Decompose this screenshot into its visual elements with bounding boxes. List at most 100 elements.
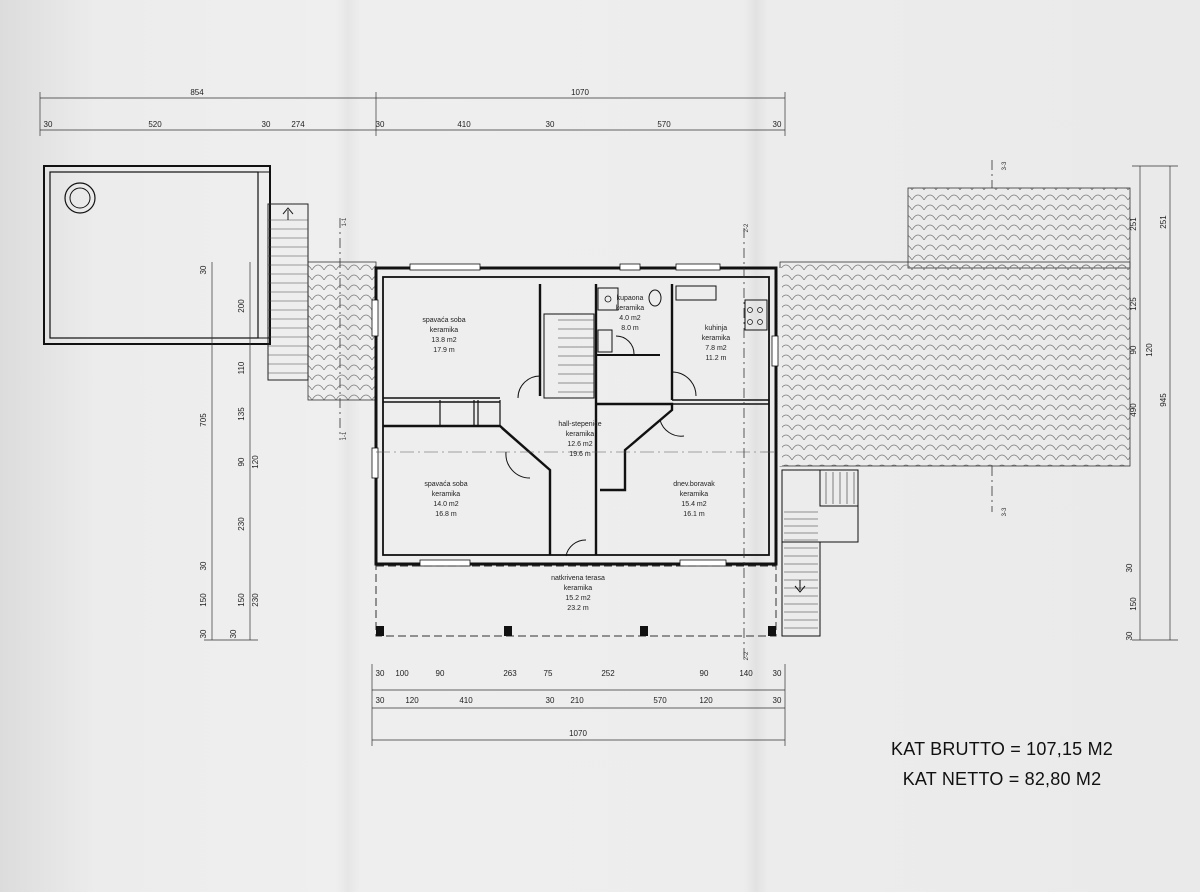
outdoor-staircase-left bbox=[267, 203, 309, 381]
section-mark: 3-3 bbox=[1002, 161, 1008, 170]
room-label: 13.8 m2 bbox=[431, 337, 456, 344]
room-label: 7.8 m2 bbox=[705, 345, 727, 352]
room-label: 16.1 m bbox=[683, 511, 705, 518]
windows bbox=[371, 263, 779, 567]
room-label: 19.6 m bbox=[569, 451, 591, 458]
dimension-label: 30 bbox=[199, 629, 208, 638]
dimension-label: 251 bbox=[1159, 215, 1168, 229]
section-mark: 2-2 bbox=[744, 223, 750, 232]
dimension-label: 30 bbox=[199, 265, 208, 274]
section-mark: 2-2 bbox=[744, 651, 750, 660]
annex-building bbox=[43, 165, 271, 345]
dimension-label: 120 bbox=[251, 455, 260, 469]
dimension-label: 210 bbox=[570, 696, 584, 705]
dimension-label: 251 bbox=[1129, 217, 1138, 231]
dimension-label: 570 bbox=[657, 120, 671, 129]
dimension-label: 274 bbox=[291, 120, 305, 129]
section-lines bbox=[339, 160, 993, 660]
dimension-label: 30 bbox=[773, 120, 782, 129]
dimension-label: 150 bbox=[199, 593, 208, 607]
dimension-label: 410 bbox=[457, 120, 471, 129]
section-mark: 1-1 bbox=[342, 431, 348, 440]
room-label: keramika bbox=[564, 585, 593, 592]
internal-staircase bbox=[543, 313, 595, 399]
dimension-label: 30 bbox=[546, 120, 555, 129]
dimension-label: 125 bbox=[1129, 297, 1138, 311]
room-label: keramika bbox=[680, 491, 709, 498]
area-totals: KAT BRUTTO = 107,15 M2 KAT NETTO = 82,80… bbox=[872, 734, 1132, 794]
dimension-label: 30 bbox=[229, 629, 238, 638]
dimension-label: 30 bbox=[376, 669, 385, 678]
room-label: 15.4 m2 bbox=[681, 501, 706, 508]
dimension-label: 705 bbox=[199, 413, 208, 427]
dimension-label: 410 bbox=[459, 696, 473, 705]
room-label: 8.0 m bbox=[621, 325, 639, 332]
dimension-label: 1070 bbox=[571, 88, 589, 97]
room-label: 14.0 m2 bbox=[433, 501, 458, 508]
room-label: keramika bbox=[432, 491, 461, 498]
dimension-label: 230 bbox=[237, 517, 246, 531]
dimension-label: 90 bbox=[700, 669, 709, 678]
dimension-label: 150 bbox=[237, 593, 246, 607]
dimension-label: 200 bbox=[237, 299, 246, 313]
section-labels: 1-1 1-1 2-2 2-2 3-3 3-3 bbox=[342, 161, 1008, 660]
dimension-lines bbox=[39, 92, 1178, 746]
netto-total: KAT NETTO = 82,80 M2 bbox=[902, 769, 1102, 789]
room-label: keramika bbox=[430, 327, 459, 334]
section-mark: 1-1 bbox=[342, 217, 348, 226]
room-label: keramika bbox=[616, 305, 645, 312]
dimension-label: 1070 bbox=[569, 729, 587, 738]
covered-terrace bbox=[375, 565, 777, 637]
dimension-label: 30 bbox=[546, 696, 555, 705]
room-label: keramika bbox=[702, 335, 731, 342]
building-walls bbox=[374, 266, 778, 566]
dimension-label: 252 bbox=[601, 669, 615, 678]
dimension-label: 140 bbox=[739, 669, 753, 678]
room-label: kupaona bbox=[617, 295, 644, 302]
door-swings bbox=[505, 335, 697, 557]
dimension-label: 30 bbox=[44, 120, 53, 129]
room-label: 4.0 m2 bbox=[619, 315, 641, 322]
dimension-label: 30 bbox=[1125, 563, 1134, 572]
room-label: hall-stepenice bbox=[558, 421, 601, 428]
room-label: spavaća soba bbox=[422, 317, 465, 324]
dimension-label: 75 bbox=[544, 669, 553, 678]
dimension-label: 30 bbox=[1125, 631, 1134, 640]
dimension-label: 120 bbox=[699, 696, 713, 705]
dimension-label: 490 bbox=[1129, 403, 1138, 417]
dimension-label: 135 bbox=[237, 407, 246, 421]
dimension-label: 30 bbox=[773, 696, 782, 705]
section-mark: 3-3 bbox=[1002, 507, 1008, 516]
dimension-label: 30 bbox=[773, 669, 782, 678]
dimension-label: 120 bbox=[1145, 343, 1154, 357]
dimension-label: 150 bbox=[1129, 597, 1138, 611]
room-label: 23.2 m bbox=[567, 605, 589, 612]
room-label: 12.6 m2 bbox=[567, 441, 592, 448]
room-label: natkrivena terasa bbox=[551, 575, 605, 582]
dimension-label: 30 bbox=[376, 696, 385, 705]
room-label: 17.9 m bbox=[433, 347, 455, 354]
room-labels: spavaća soba keramika 13.8 m2 17.9 m kupaona… bbox=[422, 295, 730, 612]
dimension-label: 854 bbox=[190, 88, 204, 97]
room-label: 15.2 m2 bbox=[565, 595, 590, 602]
brutto-total: KAT BRUTTO = 107,15 M2 bbox=[891, 739, 1113, 759]
dimension-label: 30 bbox=[262, 120, 271, 129]
room-label: spavaća soba bbox=[424, 481, 467, 488]
dimension-label: 90 bbox=[436, 669, 445, 678]
room-label: dnev.boravak bbox=[673, 481, 715, 488]
dimension-label: 570 bbox=[653, 696, 667, 705]
dimension-label: 90 bbox=[1129, 345, 1138, 354]
dimension-label: 100 bbox=[395, 669, 409, 678]
dimension-label: 30 bbox=[376, 120, 385, 129]
dimension-label: 110 bbox=[237, 361, 246, 374]
dimension-label: 230 bbox=[251, 593, 260, 607]
dimension-label: 263 bbox=[503, 669, 517, 678]
dimension-label: 945 bbox=[1159, 393, 1168, 407]
room-label: keramika bbox=[566, 431, 595, 438]
dimension-label: 30 bbox=[199, 561, 208, 570]
outdoor-staircase-right bbox=[781, 469, 859, 637]
roof-tiles-left bbox=[307, 261, 377, 401]
